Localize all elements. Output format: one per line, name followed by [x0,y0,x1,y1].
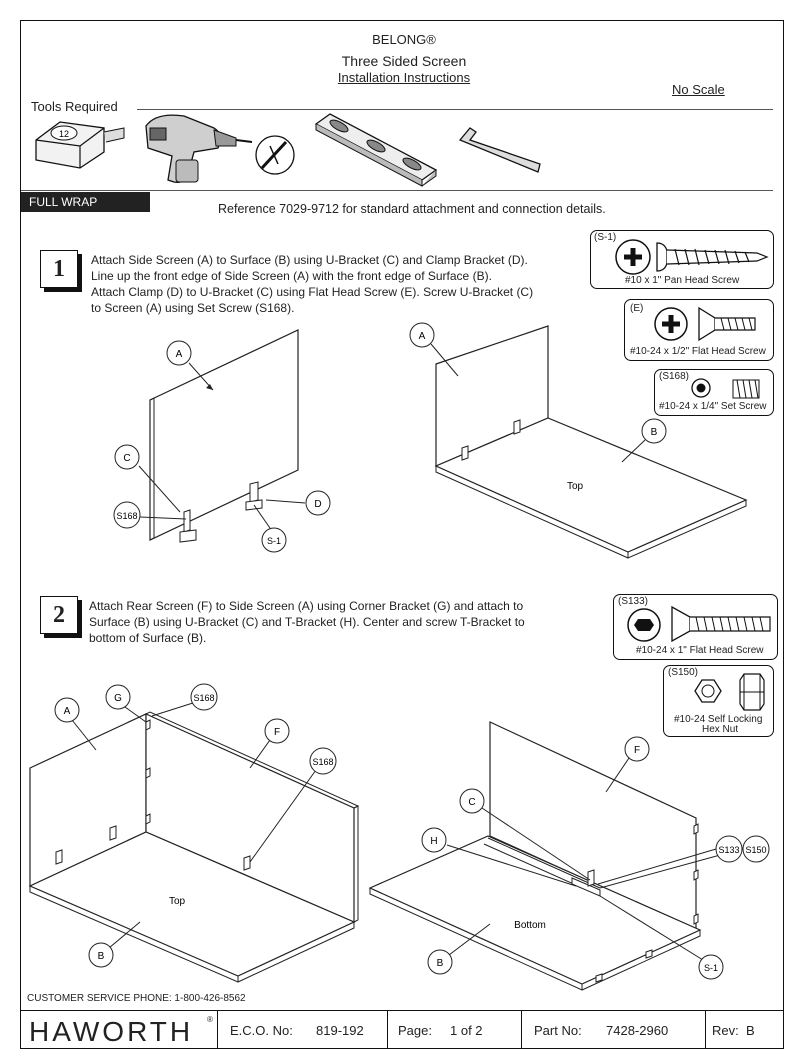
product-title: Three Sided Screen [341,53,467,69]
s2f2-label-s1: S-1 [704,963,718,973]
part-s1-caption: #10 x 1" Pan Head Screw [625,275,740,286]
step-2-instructions: Attach Rear Screen (F) to Side Screen (A… [89,598,525,646]
s1f1-label-s1: S-1 [267,536,281,546]
customer-service-phone: CUSTOMER SERVICE PHONE: 1-800-426-8562 [27,993,246,1004]
hex-nut-icon [694,673,765,711]
tools-row: 12 [35,113,541,187]
page-border [20,20,784,1049]
flat-head-screw-short-icon [654,306,756,342]
part-s150-box: (S150) #10-24 Self Locking Hex Nut [663,665,774,737]
part-e-caption: #10-24 x 1/2" Flat Head Screw [630,346,766,357]
s2f2-label-c: C [468,797,475,808]
part-number-label: Part No: [534,1023,582,1038]
revision-label: Rev: [712,1023,739,1038]
section-label: FULL WRAP SCREEN [21,192,150,229]
s2f2-label-s150: S150 [745,845,766,855]
s1f2-label-b: B [651,427,658,438]
s1f1-label-c: C [123,453,130,464]
level-icon [314,113,438,187]
brand-title: BELONG® [372,32,436,47]
s1f1-label-d: D [314,499,321,510]
part-s168-caption: #10-24 x 1/4" Set Screw [659,401,767,412]
doc-type-title: Installation Instructions [337,70,471,85]
part-e-box: (E) #10-24 x 1/2" Flat Head Screw [624,299,774,361]
s2f1-label-b: B [98,951,105,962]
part-s168-box: (S168) #10-24 x 1/4" Set Screw [654,369,774,416]
step-2-line-1: Attach Rear Screen (F) to Side Screen (A… [89,599,524,613]
haworth-logo: HAWORTH [29,1016,194,1047]
eco-value: 819-192 [316,1023,364,1038]
s2f2-label-h: H [430,836,437,847]
s1f2-label-a: A [419,331,426,342]
part-s133-tag: (S133) [618,596,649,607]
s2f1-label-s168-a: S168 [193,693,214,703]
part-s133-box: (S133) #10-24 x 1" Flat Head Screw [613,594,778,660]
set-screw-icon [691,378,760,399]
scale-note: No Scale [672,82,725,97]
s2f2-surface-label: Bottom [514,920,546,931]
s2f2-label-s133: S133 [718,845,739,855]
page-cell: Page: 1 of 2 [387,1011,518,1049]
flat-head-screw-long-icon [627,605,771,643]
screwdriver-bit-icon [255,135,295,175]
s2f2-label-b: B [437,958,444,969]
part-s1-box: (S-1) #10 x 1" Pan Head Screw [590,230,774,289]
s2f2-label-f: F [634,745,640,756]
page-value: 1 of 2 [450,1023,483,1038]
step-1-line-2: Line up the front edge of Side Screen (A… [91,269,492,283]
step-2-number: 2 [40,596,78,634]
section-divider [21,190,773,191]
part-e-tag: (E) [630,303,644,314]
step-1-line-1: Attach Side Screen (A) to Surface (B) us… [91,253,528,267]
eco-cell: E.C.O. No: 819-192 [217,1011,388,1049]
allen-key-icon [458,127,541,173]
part-number-cell: Part No: 7428-2960 [521,1011,704,1049]
step-2-line-3: bottom of Surface (B). [89,631,207,645]
svg-text:12: 12 [59,129,69,139]
s2f1-label-s168-b: S168 [312,757,333,767]
step-1-instructions: Attach Side Screen (A) to Surface (B) us… [91,252,533,316]
reference-note: Reference 7029-9712 for standard attachm… [218,202,606,216]
revision-value: B [746,1023,755,1038]
step-1-line-4: to Screen (A) using Set Screw (S168). [91,301,295,315]
part-s168-tag: (S168) [659,371,690,382]
title-block: HAWORTH ® E.C.O. No: 819-192 Page: 1 of … [21,1010,783,1049]
tools-label: Tools Required [31,99,118,114]
s1f2-surface-label: Top [567,481,584,492]
eco-label: E.C.O. No: [230,1023,293,1038]
s1f1-label-a: A [176,349,183,360]
part-s150-caption-1: #10-24 Self Locking [674,714,763,725]
tape-measure-icon: 12 [35,121,125,169]
revision-cell: Rev: B [705,1011,784,1049]
s1f1-label-s168: S168 [116,511,137,521]
part-s150-tag: (S150) [668,667,699,678]
s2f1-label-g: G [114,693,122,704]
page-label: Page: [398,1023,432,1038]
step-2-line-2: Surface (B) using U-Bracket (C) and T-Br… [89,615,525,629]
pan-head-screw-icon [615,239,769,275]
tools-divider [137,109,773,110]
part-s133-caption: #10-24 x 1" Flat Head Screw [636,645,764,656]
s2f1-label-a: A [64,706,71,717]
part-number-value: 7428-2960 [606,1023,669,1038]
step-1-line-3: Attach Clamp (D) to U-Bracket (C) using … [91,285,534,299]
s2f1-surface-label: Top [169,896,186,907]
registered-mark: ® [207,1015,213,1024]
drill-icon [145,114,253,183]
s2f1-label-f: F [274,727,280,738]
part-s1-tag: (S-1) [594,232,617,243]
part-s150-caption-2: Hex Nut [702,724,739,735]
step-1-number: 1 [40,250,78,288]
